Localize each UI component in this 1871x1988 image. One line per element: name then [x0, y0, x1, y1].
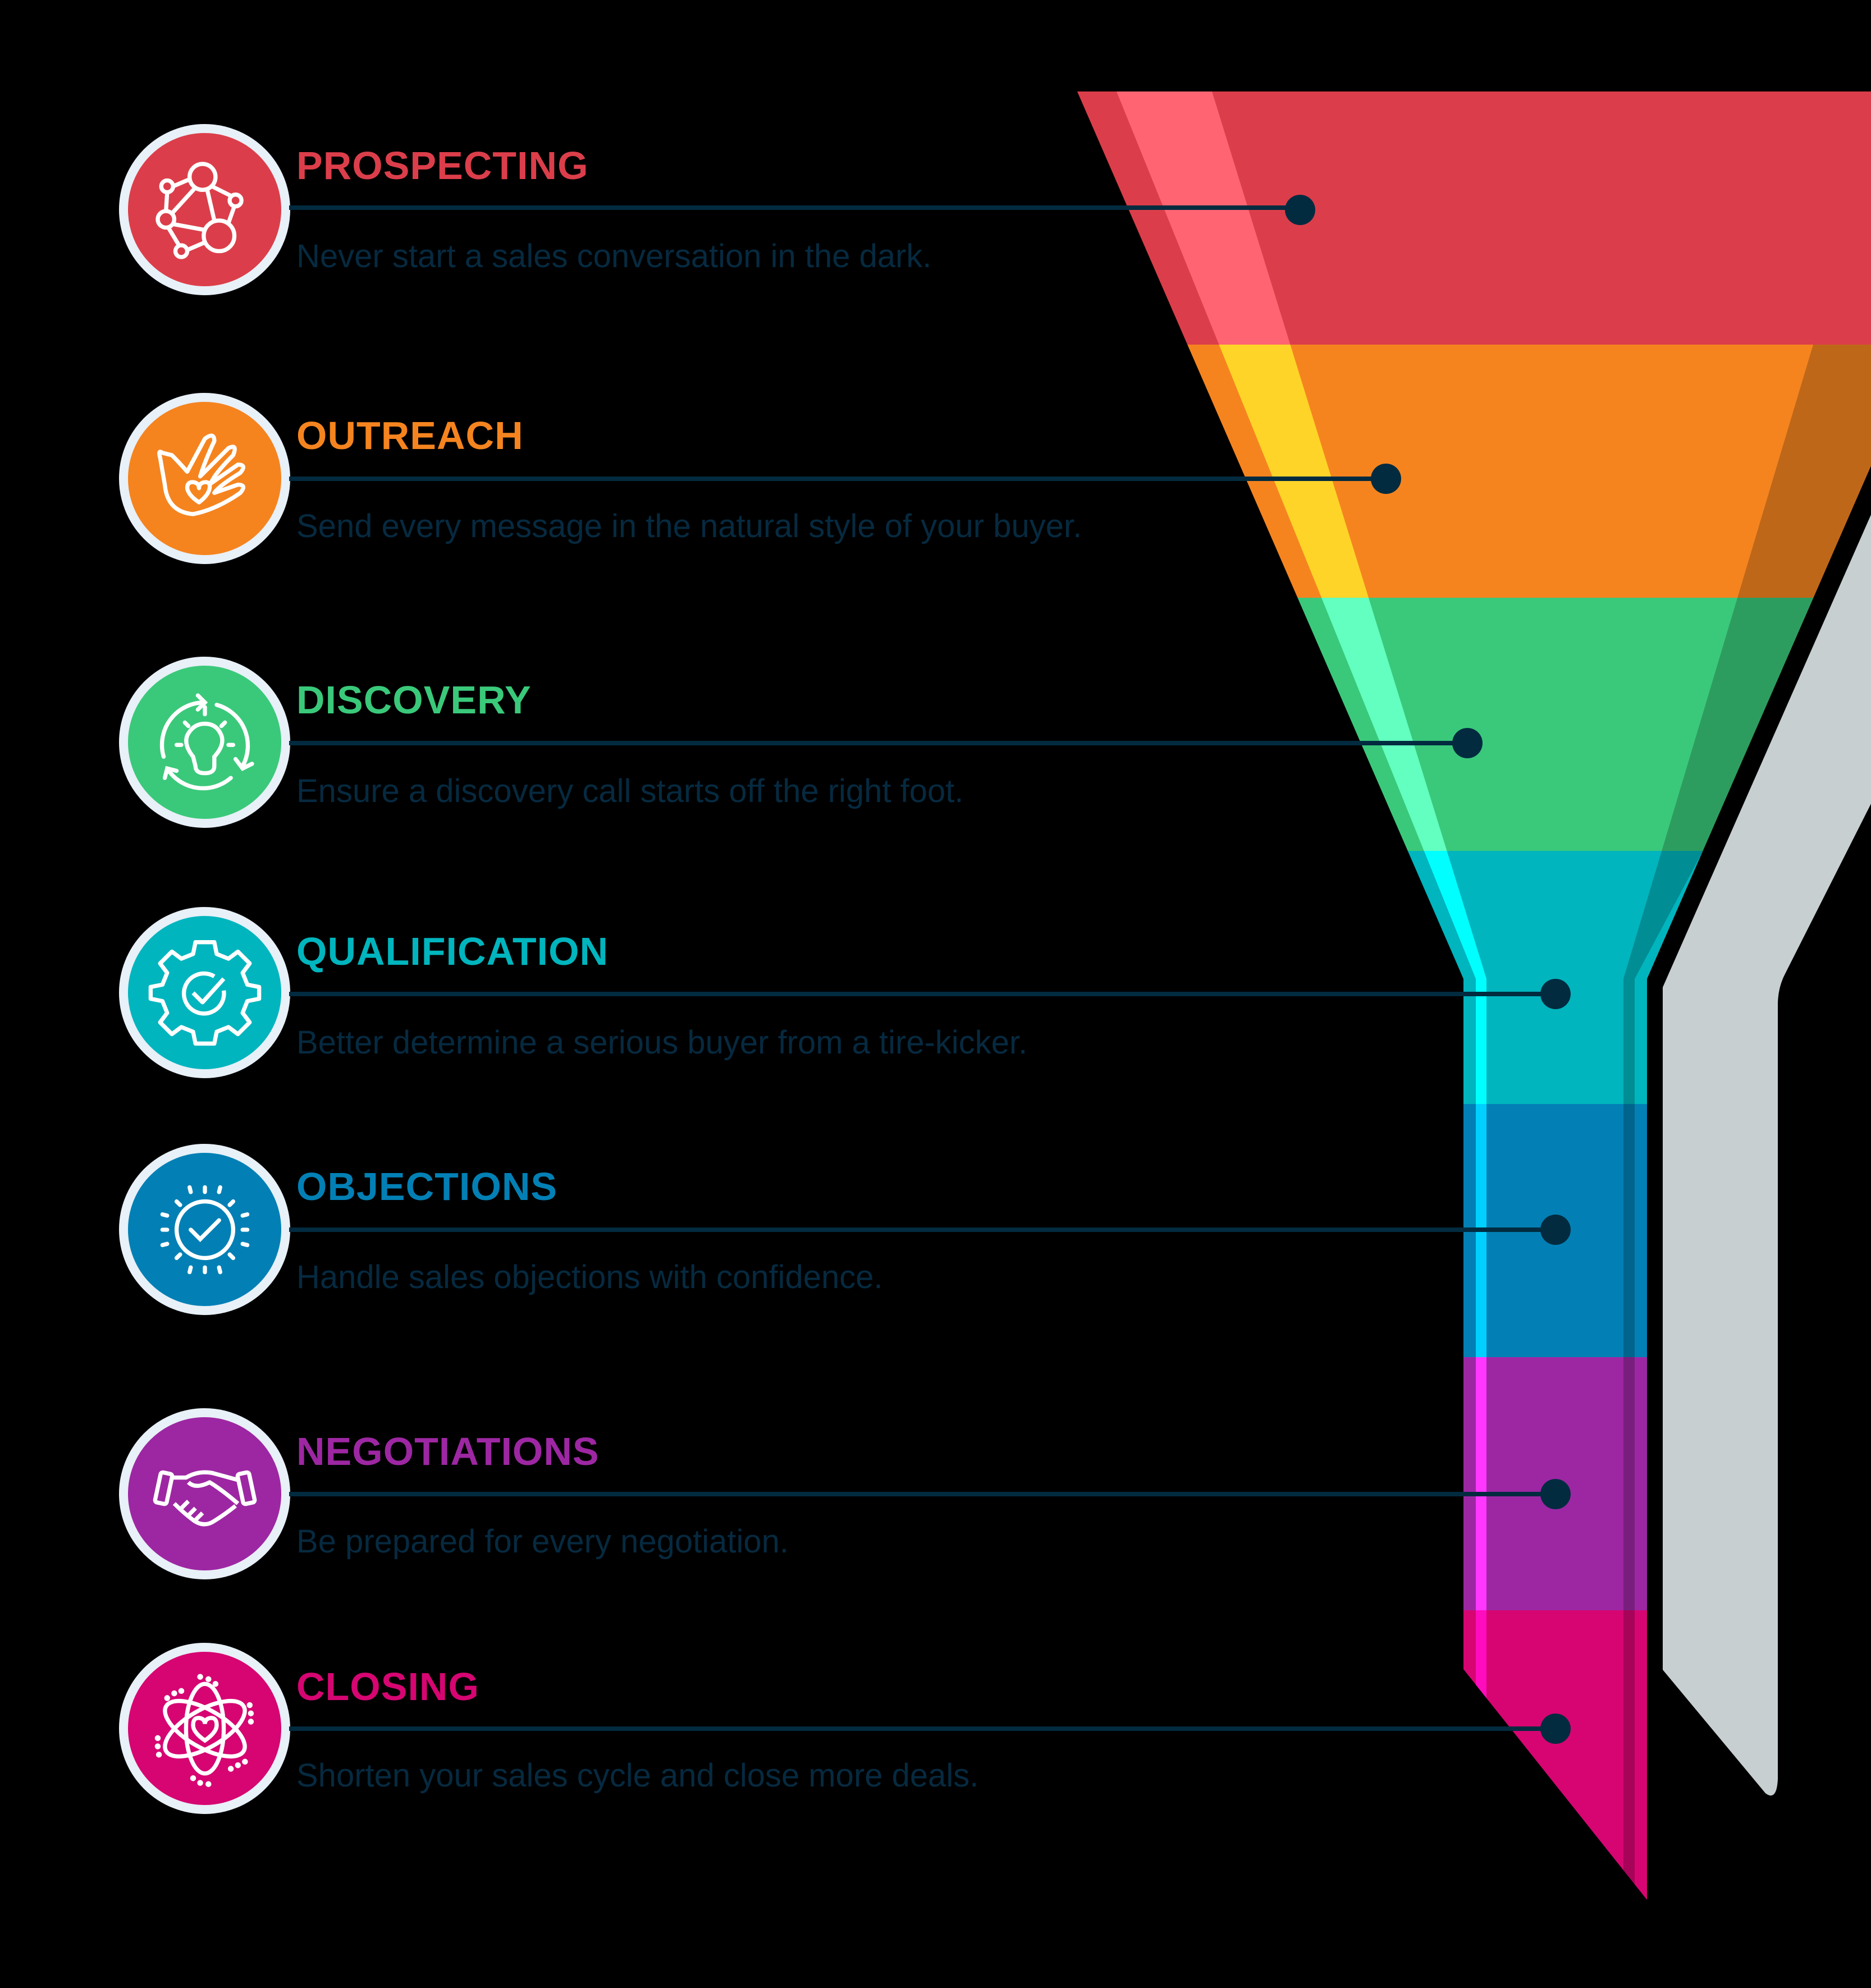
- connector-line: [289, 205, 1294, 210]
- gear-check-icon: [119, 907, 290, 1078]
- stage-title: QUALIFICATION: [296, 929, 609, 973]
- stage-description: Ensure a discovery call starts off the r…: [296, 773, 964, 809]
- stage-description: Never start a sales conversation in the …: [296, 238, 932, 274]
- connector-dot: [1540, 1479, 1571, 1509]
- shadow-stripe: [1623, 345, 1871, 1900]
- connector-dot: [1540, 1215, 1571, 1245]
- stage-title: NEGOTIATIONS: [296, 1430, 600, 1473]
- stage-objections: OBJECTIONS Handle sales objections with …: [0, 0, 1871, 1315]
- stage-description: Better determine a serious buyer from a …: [296, 1024, 1028, 1061]
- connector-dot: [1540, 979, 1571, 1009]
- stage-closing: CLOSING Shorten your sales cycle and clo…: [0, 0, 1871, 1814]
- connector-dot: [1371, 464, 1401, 494]
- connector-line: [289, 992, 1556, 996]
- stage-description: Handle sales objections with confidence.: [296, 1259, 883, 1295]
- band-outreach: [1077, 345, 1871, 598]
- lightbulb-cycle-icon: [119, 657, 290, 828]
- stage-description: Send every message in the natural style …: [296, 508, 1082, 544]
- connector-line: [289, 1492, 1556, 1496]
- stage-description: Be prepared for every negotiation.: [296, 1523, 789, 1560]
- connector-line: [289, 1227, 1556, 1232]
- stage-discovery: DISCOVERY Ensure a discovery call starts…: [0, 0, 1871, 828]
- stage-description: Shorten your sales cycle and close more …: [296, 1757, 979, 1794]
- hand-heart-icon: [119, 393, 290, 564]
- check-badge-icon: [119, 1144, 290, 1315]
- stage-prospecting: PROSPECTING Never start a sales conversa…: [0, 0, 1871, 295]
- stage-title: OUTREACH: [296, 414, 524, 457]
- connector-dot: [1452, 728, 1483, 758]
- atom-heart-icon: [119, 1643, 290, 1814]
- handshake-icon: [119, 1408, 290, 1579]
- connector-line: [289, 477, 1386, 481]
- stage-title: OBJECTIONS: [296, 1165, 558, 1208]
- side-bar-shape: [1663, 515, 1871, 1796]
- connector-dot: [1285, 195, 1315, 225]
- connector-dot: [1540, 1714, 1571, 1744]
- stage-title: DISCOVERY: [296, 678, 532, 722]
- stage-title: PROSPECTING: [296, 144, 589, 187]
- stage-title: CLOSING: [296, 1665, 479, 1708]
- connector-line: [289, 741, 1467, 745]
- connector-line: [289, 1726, 1556, 1731]
